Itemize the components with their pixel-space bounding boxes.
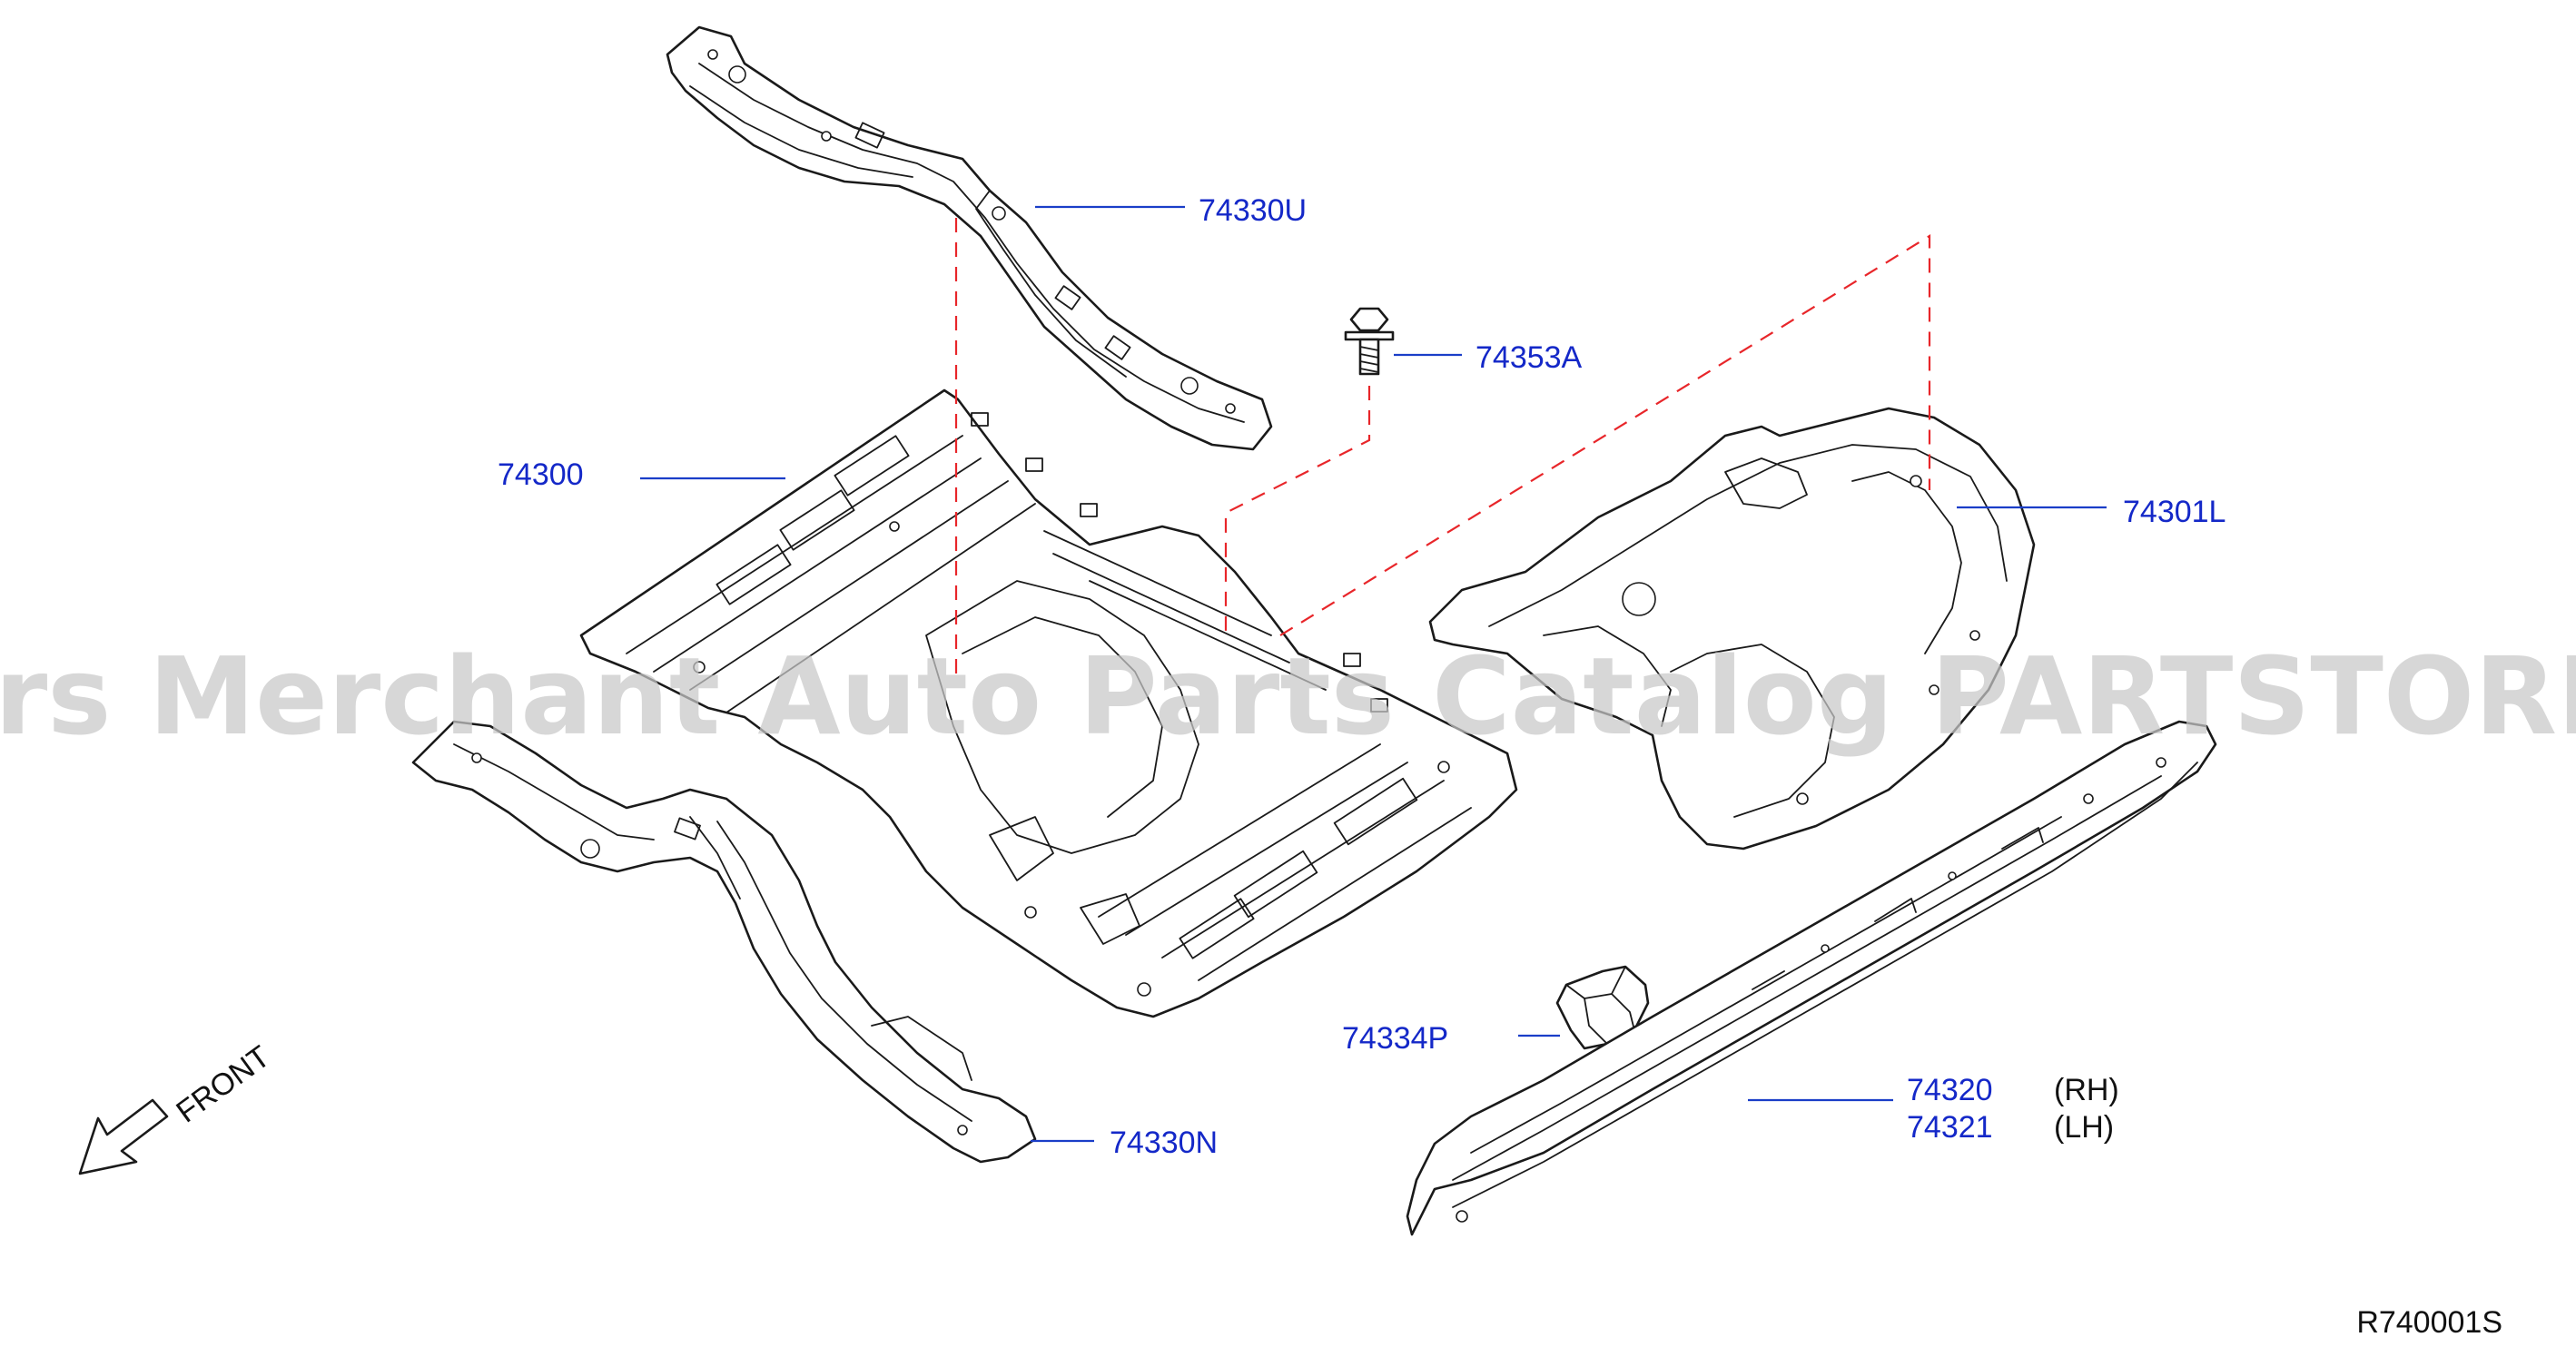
part-74334P-drawing[interactable] (1555, 965, 1650, 1050)
part-74330N-drawing[interactable] (411, 720, 1037, 1164)
part-label-74320[interactable]: 74320 (1907, 1073, 1993, 1107)
front-direction-arrow: FRONT (78, 1039, 276, 1175)
watermark-text: Offers Merchant Auto Parts Catalog PARTS… (0, 634, 2576, 759)
front-label: FRONT (170, 1039, 276, 1130)
part-label-74330N[interactable]: 74330N (1110, 1126, 1218, 1160)
part-label-74353A[interactable]: 74353A (1476, 340, 1583, 375)
part-label-74321[interactable]: 74321 (1907, 1110, 1993, 1145)
part-74353A-drawing[interactable] (1344, 307, 1395, 376)
guide-lines (954, 218, 1931, 681)
part-labels: 74330U 74353A 74300 74301L 74334P 74320 … (498, 193, 2226, 1160)
part-label-74334P[interactable]: 74334P (1342, 1021, 1448, 1056)
part-label-74301L[interactable]: 74301L (2123, 495, 2226, 529)
part-label-74300[interactable]: 74300 (498, 457, 584, 492)
side-label-lh: (LH) (2054, 1110, 2114, 1145)
leader-lines (640, 205, 2107, 1143)
side-label-rh: (RH) (2054, 1073, 2119, 1107)
part-74330U-drawing[interactable] (666, 25, 1273, 451)
part-74300-drawing[interactable] (579, 388, 1518, 1018)
part-74320-74321-drawing[interactable] (1406, 720, 2217, 1236)
part-label-74330U[interactable]: 74330U (1199, 193, 1307, 228)
part-74301L-drawing[interactable] (1428, 407, 2036, 850)
reference-code: R740001S (2356, 1305, 2502, 1340)
